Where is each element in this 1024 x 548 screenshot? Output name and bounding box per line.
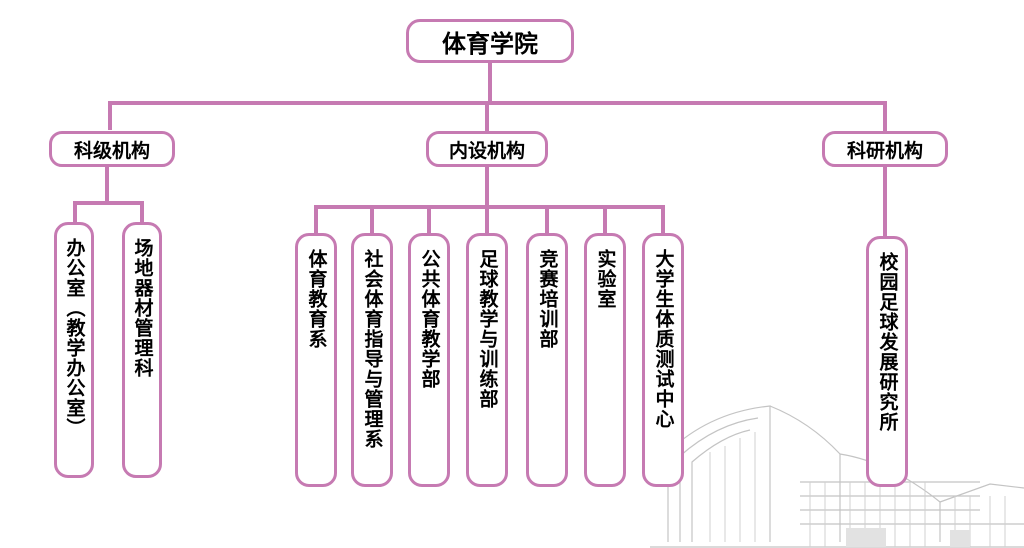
connector-line <box>427 205 431 235</box>
connector-line <box>485 101 489 132</box>
node-ke-yan-ji-gou: 科研机构 <box>822 131 948 167</box>
node-ti-zhi-ce-shi-label: 大学生体质测试中心 <box>652 249 675 429</box>
campus-building-illustration <box>650 405 1024 548</box>
connector-line <box>314 205 318 235</box>
node-chang-di-qi-cai-label: 场地器材管理科 <box>131 238 154 378</box>
connector-line <box>883 101 887 132</box>
connector-line <box>108 101 887 105</box>
connector-line <box>108 101 112 130</box>
connector-line <box>370 205 374 235</box>
node-jing-sai-pei-xun: 竞赛培训部 <box>526 233 568 487</box>
connector-line <box>105 166 109 205</box>
connector-line <box>485 205 489 235</box>
node-jing-sai-pei-xun-label: 竞赛培训部 <box>536 249 559 349</box>
node-she-hui-ti-yu-label: 社会体育指导与管理系 <box>361 249 384 449</box>
node-ban-gong-shi-label: 办公室（教学办公室） <box>63 238 86 438</box>
node-ti-yu-jiao-yu-xi-label: 体育教育系 <box>305 249 328 349</box>
node-zu-qiu-jiao-xue-label: 足球教学与训练部 <box>476 249 499 409</box>
root-node: 体育学院 <box>406 19 574 63</box>
connector-line <box>603 205 607 235</box>
node-chang-di-qi-cai: 场地器材管理科 <box>122 222 162 478</box>
connector-line <box>73 201 77 224</box>
connector-line <box>485 166 489 209</box>
connector-line <box>488 62 492 105</box>
connector-line <box>545 205 549 235</box>
node-xiao-yuan-zu-qiu-label: 校园足球发展研究所 <box>876 252 899 432</box>
node-shi-yan-shi-label: 实验室 <box>594 249 617 309</box>
connector-line <box>73 201 144 205</box>
node-ti-zhi-ce-shi: 大学生体质测试中心 <box>642 233 684 487</box>
node-ti-yu-jiao-yu-xi: 体育教育系 <box>295 233 337 487</box>
node-gong-gong-ti-yu-label: 公共体育教学部 <box>418 249 441 389</box>
node-nei-she-ji-gou: 内设机构 <box>426 131 548 167</box>
node-ban-gong-shi: 办公室（教学办公室） <box>54 222 94 478</box>
connector-line <box>661 205 665 235</box>
node-xiao-yuan-zu-qiu: 校园足球发展研究所 <box>866 236 908 487</box>
connector-line <box>883 166 887 238</box>
connector-line <box>140 201 144 224</box>
connector-line <box>314 205 665 209</box>
node-zu-qiu-jiao-xue: 足球教学与训练部 <box>466 233 508 487</box>
node-gong-gong-ti-yu: 公共体育教学部 <box>408 233 450 487</box>
node-ke-ji-ji-gou: 科级机构 <box>49 131 175 167</box>
node-she-hui-ti-yu: 社会体育指导与管理系 <box>351 233 393 487</box>
node-shi-yan-shi: 实验室 <box>584 233 626 487</box>
